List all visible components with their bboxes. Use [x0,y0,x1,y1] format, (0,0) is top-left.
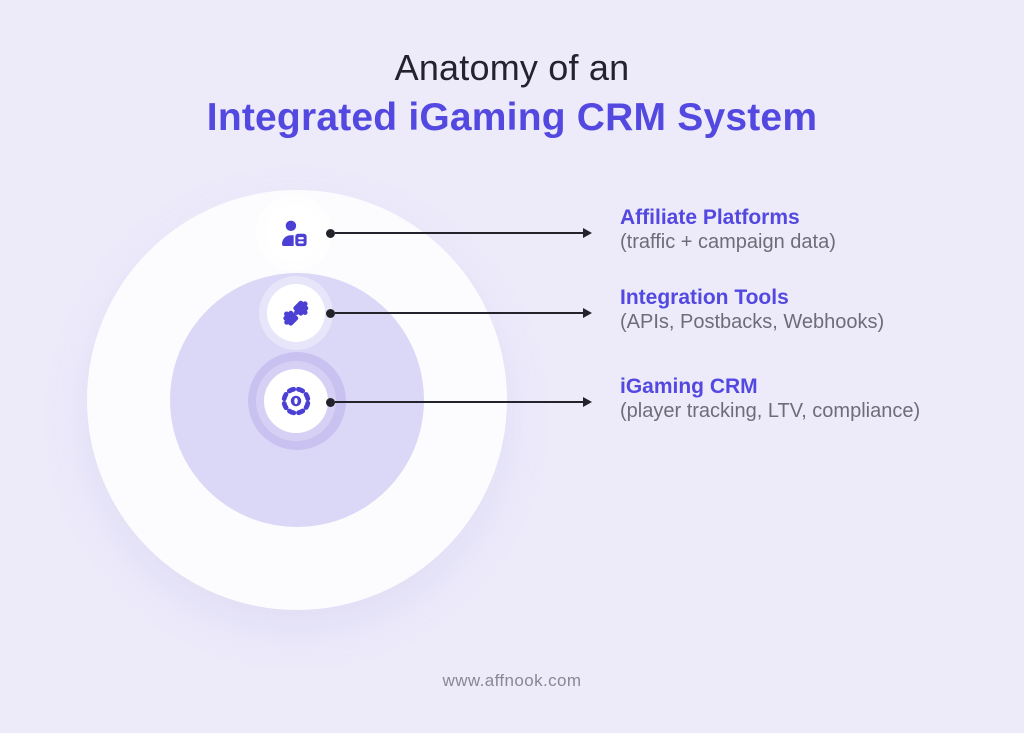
igaming-crm-badge [264,369,328,433]
label-description: (APIs, Postbacks, Webhooks) [620,311,885,333]
connector-arrowhead [583,397,592,407]
connector-affiliate-platforms [326,228,592,238]
title-line-2: Integrated iGaming CRM System [206,96,818,139]
label-description: (traffic + campaign data) [620,231,836,253]
title-line-1: Anatomy of an [394,47,630,88]
label-igaming-crm: iGaming CRM (player tracking, LTV, compl… [620,374,920,424]
connector-arrowhead [583,308,592,318]
connector-arrowhead [583,228,592,238]
website-url: www.affnook.com [442,671,582,690]
connector-igaming-crm [326,397,592,407]
connector-line [335,312,583,314]
label-affiliate-platforms: Affiliate Platforms (traffic + campaign … [620,205,836,255]
label-description: (player tracking, LTV, compliance) [620,400,921,422]
connector-line [335,401,583,403]
user-card-icon [281,220,307,246]
connector-dot [326,397,335,407]
label-title: iGaming CRM [620,375,758,398]
page-title: Anatomy of an Integrated iGaming CRM Sys… [0,46,1024,142]
puzzle-icon [283,300,309,326]
footer: www.affnook.com [0,671,1024,691]
integration-tools-badge [267,284,325,342]
connector-line [335,232,583,234]
label-title: Integration Tools [620,286,789,309]
label-integration-tools: Integration Tools (APIs, Postbacks, Webh… [620,285,884,335]
dashed-gear-icon [281,386,311,416]
affiliate-platforms-badge [266,205,322,261]
connector-integration-tools [326,308,592,318]
connector-dot [326,308,335,318]
connector-dot [326,228,335,238]
label-title: Affiliate Platforms [620,206,800,229]
